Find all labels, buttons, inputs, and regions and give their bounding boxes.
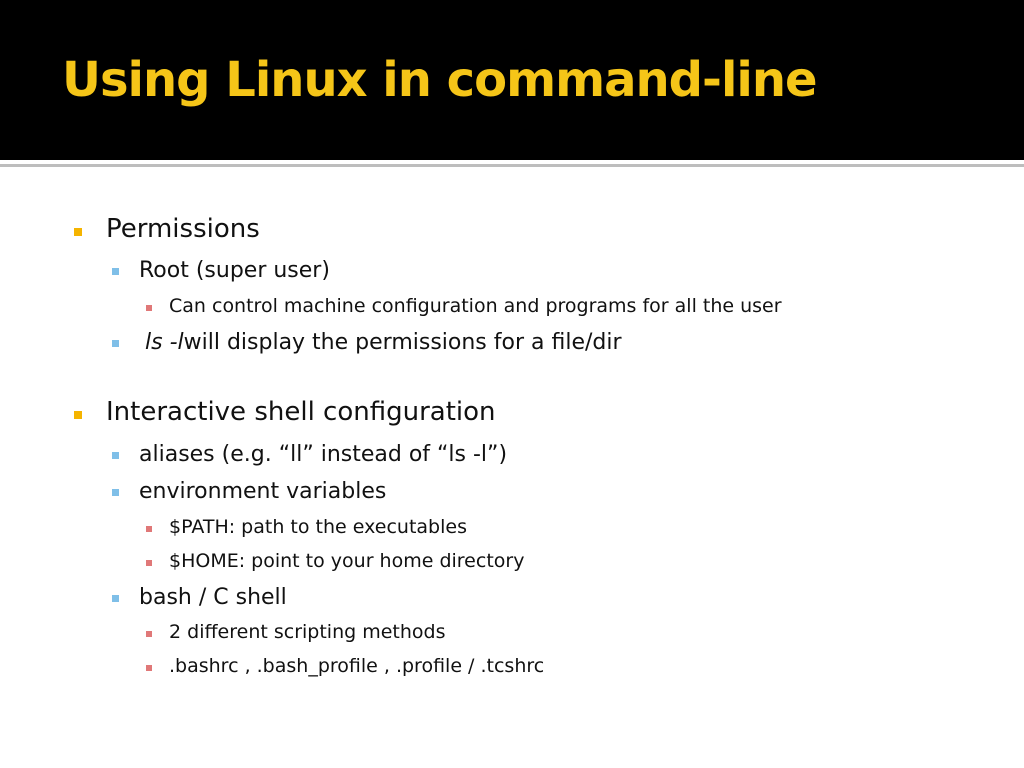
bullet-text: 2 different scripting methods [169,621,446,643]
bullet-text: Can control machine configuration and pr… [169,295,782,317]
bullet-text: Root (super user) [139,258,330,283]
command-text: ls -l [145,330,184,355]
bullet-square-icon [112,452,119,459]
bullet-level3-scripting: 2 different scripting methods [169,621,446,643]
bullet-level1-permissions: Permissions [106,214,260,244]
bullet-text: Permissions [106,214,260,244]
bullet-square-icon [146,560,152,566]
bullet-level2-bash: bash / C shell [139,585,287,610]
bullet-square-icon [112,268,119,275]
bullet-square-icon [112,595,119,602]
bullet-text: aliases (e.g. “ll” instead of “ls -l”) [139,442,508,467]
bullet-text: environment variables [139,479,387,504]
bullet-level3-root-detail: Can control machine configuration and pr… [169,295,782,317]
bullet-level1-shell-config: Interactive shell configuration [106,397,496,427]
bullet-level2-root: Root (super user) [139,258,330,283]
bullet-square-icon [146,665,152,671]
bullet-text: Interactive shell configuration [106,397,496,427]
bullet-square-icon [112,489,119,496]
bullet-square-icon [74,228,82,236]
slide-title: Using Linux in command-line [62,52,818,108]
bullet-text: will display the permissions for a file/… [183,330,622,355]
bullet-square-icon [112,340,119,347]
bullet-level2-ls: ls -l will display the permissions for a… [145,330,622,355]
bullet-square-icon [146,305,152,311]
bullet-level3-dotfiles: .bashrc , .bash_profile , .profile / .tc… [169,655,544,677]
title-bar: Using Linux in command-line [0,0,1024,160]
title-divider-white [0,160,1024,163]
bullet-text: bash / C shell [139,585,287,610]
bullet-level2-aliases: aliases (e.g. “ll” instead of “ls -l”) [139,442,507,467]
bullet-square-icon [146,631,152,637]
title-divider-gray [0,164,1024,167]
bullet-level3-home: $HOME: point to your home directory [169,550,524,572]
bullet-text: $HOME: point to your home directory [169,550,525,572]
bullet-text: .bashrc , .bash_profile , .profile / .tc… [169,655,545,677]
bullet-text: $PATH: path to the executables [169,516,467,538]
bullet-square-icon [146,526,152,532]
bullet-square-icon [74,411,82,419]
bullet-level3-path: $PATH: path to the executables [169,516,467,538]
bullet-level2-env-vars: environment variables [139,479,386,504]
